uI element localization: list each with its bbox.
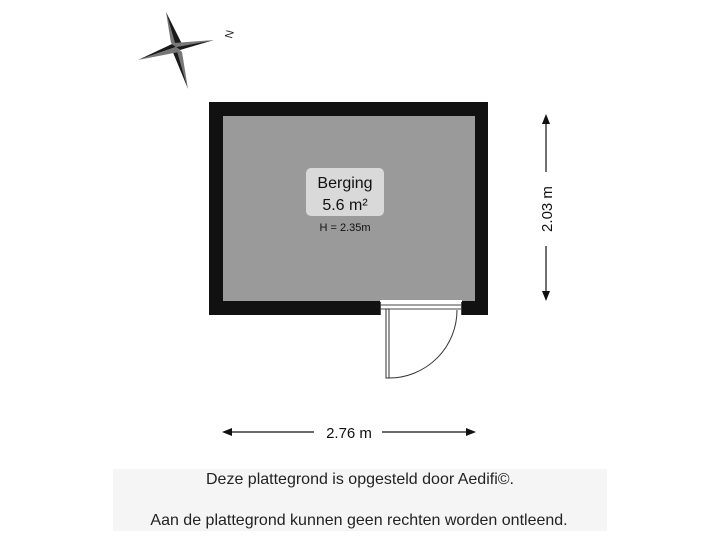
width-dimension: 2.76 m [222,425,476,442]
footer-line-1: Deze plattegrond is opgesteld door Aedif… [206,471,514,488]
north-label: N [223,29,237,40]
footer-disclaimer: Deze plattegrond is opgesteld door Aedif… [113,469,607,531]
depth-dimension: 2.03 m [539,114,556,301]
depth-label: 2.03 m [539,186,556,232]
room-name: Berging [317,175,372,192]
footer-line-2: Aan de plattegrond kunnen geen rechten w… [150,512,568,529]
width-label: 2.76 m [326,425,372,442]
door-icon [385,308,458,379]
room-area: 5.6 m² [322,197,368,214]
room-label-bg [306,168,384,216]
room-height: H = 2.35m [319,222,370,234]
compass-rose-icon: N [138,12,237,89]
door-opening [380,300,462,316]
